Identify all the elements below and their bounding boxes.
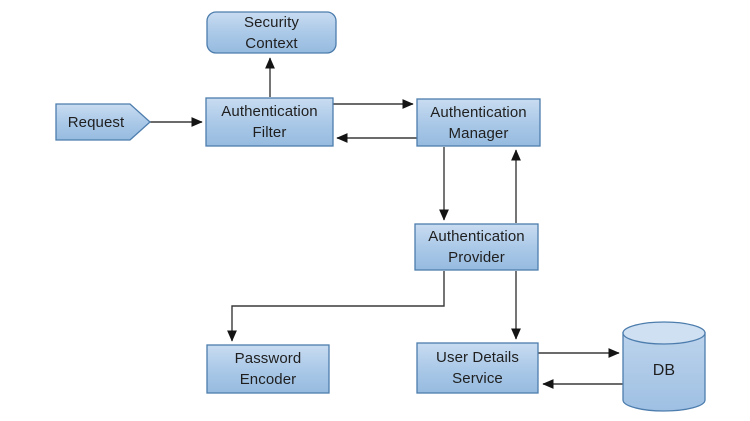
password-encoder-shape — [206, 344, 330, 394]
security-context-shape — [206, 11, 337, 54]
user-details-service-shape — [416, 342, 539, 394]
authentication-manager-shape — [416, 98, 541, 147]
db-cylinder-shape — [622, 321, 706, 412]
db-cylinder-top — [622, 321, 706, 345]
db-cylinder-body — [622, 332, 706, 412]
request-shape — [55, 103, 151, 141]
authentication-provider-shape — [414, 223, 539, 271]
authentication-filter-shape — [205, 97, 334, 147]
connector-provider-to-password-encoder — [227, 271, 445, 342]
